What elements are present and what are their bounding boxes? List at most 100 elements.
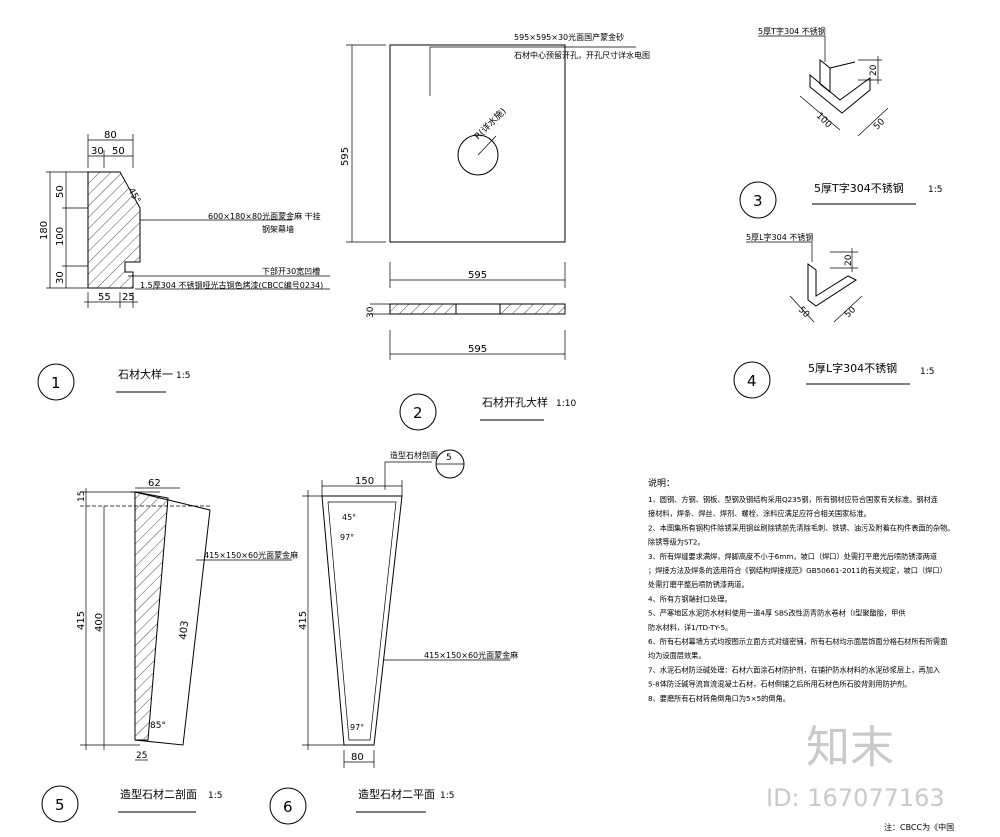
notes-line: 2、本图集所有钢构件除锈采用钢丝刷除锈前先清除毛刺、铁锈、油污及附着在构件表面的… [648, 523, 954, 532]
d1-note-3: 下部开30宽凹槽 [262, 266, 320, 276]
notes-line: 均为设面层效果。 [648, 651, 706, 660]
notes-list: 1、圆钢、方钢、钢板、型钢及钢结构采用Q235钢，所有钢材应符合国家有关标准。钢… [648, 495, 954, 703]
d1-number: 1 [51, 374, 61, 392]
detail-5: 62 15 415 400 403 85° 25 415×150×60光面蒙金麻… [41, 478, 298, 823]
d5-number-circle [41, 785, 79, 823]
d1-dim-left-total: 180 [39, 221, 50, 240]
notes-line: 1、圆钢、方钢、钢板、型钢及钢结构采用Q235钢，所有钢材应符合国家有关标准。钢… [648, 495, 938, 504]
d3-t-profile [809, 58, 871, 114]
d1-note-4: 1.5厚304 不锈钢哑光古铜色烤漆(CBCC编号0234) [140, 280, 323, 290]
notes-footer: 注：CBCC为《中国 [884, 822, 954, 832]
d3-dim-b: 100 [814, 111, 833, 130]
watermark: 知末 ID: 167077163 [766, 722, 945, 812]
notes-line: 6、所有石材幕墙方式均按图示立面方式对缝密铺，所有石材均示面层饰面分格石材所有所… [648, 637, 947, 646]
d4-number: 4 [747, 372, 757, 390]
d1-dim-bottom-a: 55 [98, 292, 111, 303]
d2-dim-width-1: 595 [468, 270, 487, 281]
d3-top-label: 5厚T字304 不锈钢 [758, 26, 826, 36]
detail-6: 造型石材剖面 5 150 45° 97° 97° 415 80 415×150×… [269, 449, 518, 825]
d6-ref-circle-num: 5 [446, 453, 452, 463]
d5-title: 造型石材二剖面 [120, 787, 197, 801]
d5-number: 5 [55, 796, 65, 814]
notes-line: ；焊接方法及焊条的选用符合《钢结构焊接规范》GB50661-2011的有关规定，… [648, 566, 947, 575]
d2-number: 2 [413, 404, 423, 422]
d6-ref-label: 造型石材剖面 [390, 450, 438, 460]
d6-angle-bottom: 97° [350, 723, 364, 732]
d4-number-circle [733, 361, 771, 399]
d3-dim-c: 50 [872, 117, 887, 132]
d3-number-circle [739, 181, 777, 219]
d5-note: 415×150×60光面蒙金麻 [204, 550, 298, 560]
d4-scale: 1:5 [920, 367, 934, 377]
d6-number-circle [269, 787, 307, 825]
d6-angle-top: 45° [342, 513, 356, 522]
d6-title: 造型石材二平面 [358, 787, 435, 801]
general-notes: 说明： 1、圆钢、方钢、钢板、型钢及钢结构采用Q235钢，所有钢材应符合国家有关… [648, 477, 954, 832]
d1-number-circle [37, 363, 75, 401]
notes-line: 接材料，焊条、焊丝、焊剂、螺栓、涂料应满足应符合相关国家标准。 [648, 509, 871, 518]
notes-line: 4、所有方钢端封口处理。 [648, 594, 732, 603]
d6-scale: 1:5 [440, 791, 454, 801]
d3-scale: 1:5 [928, 185, 942, 195]
d2-hole-label: R(详水施) [472, 105, 509, 142]
d3-dim-a: 20 [869, 64, 879, 76]
notes-line: 5-8体防泛碱导流盲流混凝土石材，石材倒铺之后所用石材色所石胶背则用防护剂。 [648, 680, 911, 689]
watermark-brand: 知末 [806, 722, 894, 773]
d6-dim-left-total: 415 [298, 611, 309, 630]
d4-dim-c: 50 [843, 305, 858, 320]
d1-dim-top: 80 [104, 130, 117, 141]
d1-dim-top-b: 50 [112, 146, 125, 157]
d5-dim-top: 62 [148, 478, 161, 489]
d3-title: 5厚T字304不锈钢 [814, 181, 904, 195]
detail-2: R(详水施) 595×595×30光面国产蒙金砂 石材中心预留开孔，开孔尺寸详水… [340, 32, 650, 431]
notes-heading: 说明： [648, 477, 675, 489]
d5-dim-bottom: 25 [136, 751, 147, 761]
d1-dim-top-a: 30 [91, 146, 104, 157]
d2-dim-width-2: 595 [468, 344, 487, 355]
d6-note: 415×150×60光面蒙金麻 [424, 650, 518, 660]
d5-hatched-section [134, 491, 169, 741]
d2-hole [457, 134, 499, 176]
d2-title: 石材开孔大样 [482, 395, 548, 409]
d1-dim-left-b: 100 [55, 227, 66, 246]
d4-title: 5厚L字304不锈钢 [808, 361, 897, 375]
d6-number: 6 [283, 798, 293, 816]
d2-scale: 1:10 [556, 399, 576, 409]
d4-dim-a: 20 [844, 254, 854, 266]
d1-note-1: 600×180×80光面蒙金麻 干挂 [208, 211, 321, 221]
d1-dim-left-a: 50 [55, 185, 66, 198]
d2-note-2: 石材中心预留开孔，开孔尺寸详水电图 [514, 50, 650, 60]
notes-line: 除锈等级为ST2。 [648, 538, 705, 547]
notes-line: 5、严寒地区水泥防水材料使用一道4厚 SBS改性沥青防水卷材（I型聚酯胎，甲供 [648, 609, 905, 618]
d4-top-label: 5厚L字304 不锈钢 [746, 232, 813, 242]
d5-dim-left-inner: 400 [94, 613, 105, 632]
d4-l-profile [807, 263, 858, 307]
d1-dim-bottom-b: 25 [122, 292, 135, 303]
notes-line: 防水材料，详1/TD-TY-5。 [648, 623, 732, 632]
d2-dim-thick: 30 [366, 306, 376, 318]
d1-stone-section [87, 171, 141, 289]
notes-line: 7、水泥石材防泛碱处理：石材六面涂石材防护剂，在铺护防水材料的水泥砂浆层上，再加… [648, 665, 940, 674]
d2-number-circle [399, 393, 437, 431]
d1-dim-left-c: 30 [55, 271, 66, 284]
d5-scale: 1:5 [208, 791, 222, 801]
d6-dim-top: 150 [355, 476, 374, 487]
detail-3: 5厚T字304 不锈钢 20 100 50 3 5厚T字304不锈钢 1:5 [739, 26, 942, 219]
d5-dim-left-total: 415 [76, 611, 87, 630]
d2-dim-height: 595 [340, 147, 351, 166]
notes-line: 3、所有焊缝要求满焊，焊脚高度不小于6mm，坡口（焊口）处需打平磨光后喷防锈漆两… [648, 552, 937, 561]
detail-1: 80 30 50 180 50 100 30 45° 55 25 600×180… [37, 130, 330, 401]
d1-scale: 1:5 [176, 371, 190, 381]
notes-line: 处需打磨平整后喷防锈漆两道。 [648, 580, 749, 589]
d6-angle-mid: 97° [340, 533, 354, 542]
d2-note-1: 595×595×30光面国产蒙金砂 [514, 32, 624, 42]
detail-4: 5厚L字304 不锈钢 20 50 50 4 5厚L字304不锈钢 1:5 [733, 232, 934, 399]
d1-title: 石材大样一 [118, 367, 173, 381]
d5-dim-left-a: 15 [77, 491, 87, 502]
d1-note-2: 钢架幕墙 [262, 224, 294, 234]
d4-dim-b: 50 [796, 305, 811, 320]
d5-dim-slant: 403 [178, 620, 191, 640]
d2-plate [389, 44, 566, 243]
d5-angle: 85° [150, 721, 166, 731]
